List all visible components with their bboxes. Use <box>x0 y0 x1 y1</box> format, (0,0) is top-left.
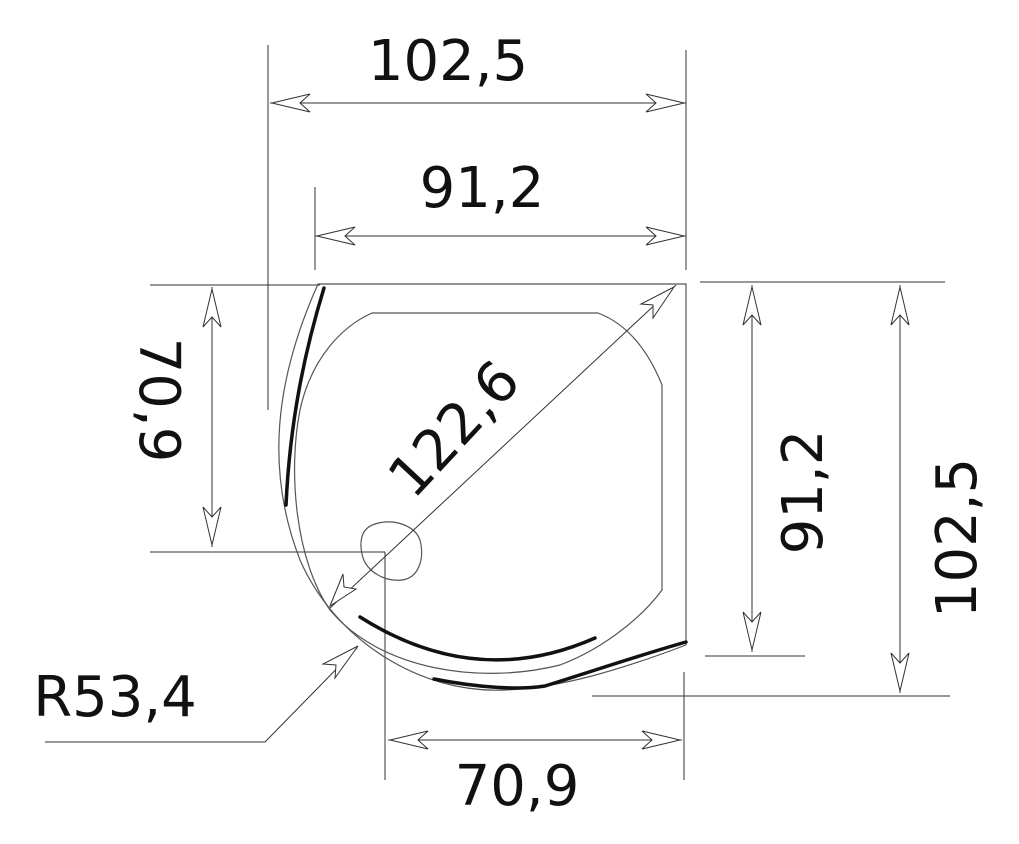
drain <box>360 521 423 581</box>
arrow-icon <box>645 93 685 113</box>
arrow-icon <box>321 645 359 680</box>
tray-inner-basin <box>294 312 663 674</box>
glass-panels <box>284 286 688 690</box>
arrow-icon <box>202 506 222 546</box>
arrow-icon <box>641 730 681 750</box>
arrow-icon <box>316 226 356 246</box>
dim-right-inner-height: 91,2 <box>771 430 836 555</box>
arrow-icon <box>890 652 910 692</box>
dim-diagonal: 122,6 <box>376 349 533 511</box>
tray-outer-edge <box>278 283 687 691</box>
dim-radius: R53,4 <box>33 665 197 730</box>
arrowheads <box>202 93 910 750</box>
arrow-icon <box>890 286 910 326</box>
dim-left-vertical: 70,9 <box>126 338 191 463</box>
glass-panel-bottom-inner <box>358 615 597 662</box>
dim-overall-width-top: 102,5 <box>368 29 528 94</box>
arrow-icon <box>742 611 762 651</box>
arrow-icon <box>202 288 222 328</box>
glass-panel-left <box>284 286 326 507</box>
glass-panel-bottom-outer <box>432 640 688 690</box>
arrow-icon <box>271 93 311 113</box>
dim-bottom-width: 70,9 <box>455 754 580 819</box>
arrow-icon <box>389 730 429 750</box>
arrow-icon <box>328 573 358 608</box>
dimension-lines <box>45 102 901 743</box>
dim-right-overall-height: 102,5 <box>925 458 990 618</box>
arrow-icon <box>742 286 762 326</box>
extension-lines <box>150 45 950 780</box>
arrow-icon <box>639 286 675 320</box>
shower-tray <box>278 283 687 691</box>
arrow-icon <box>645 226 685 246</box>
dimension-labels: 102,5 91,2 122,6 70,9 91,2 102,5 R53,4 7… <box>33 29 990 819</box>
dim-inner-width-top: 91,2 <box>420 156 545 221</box>
